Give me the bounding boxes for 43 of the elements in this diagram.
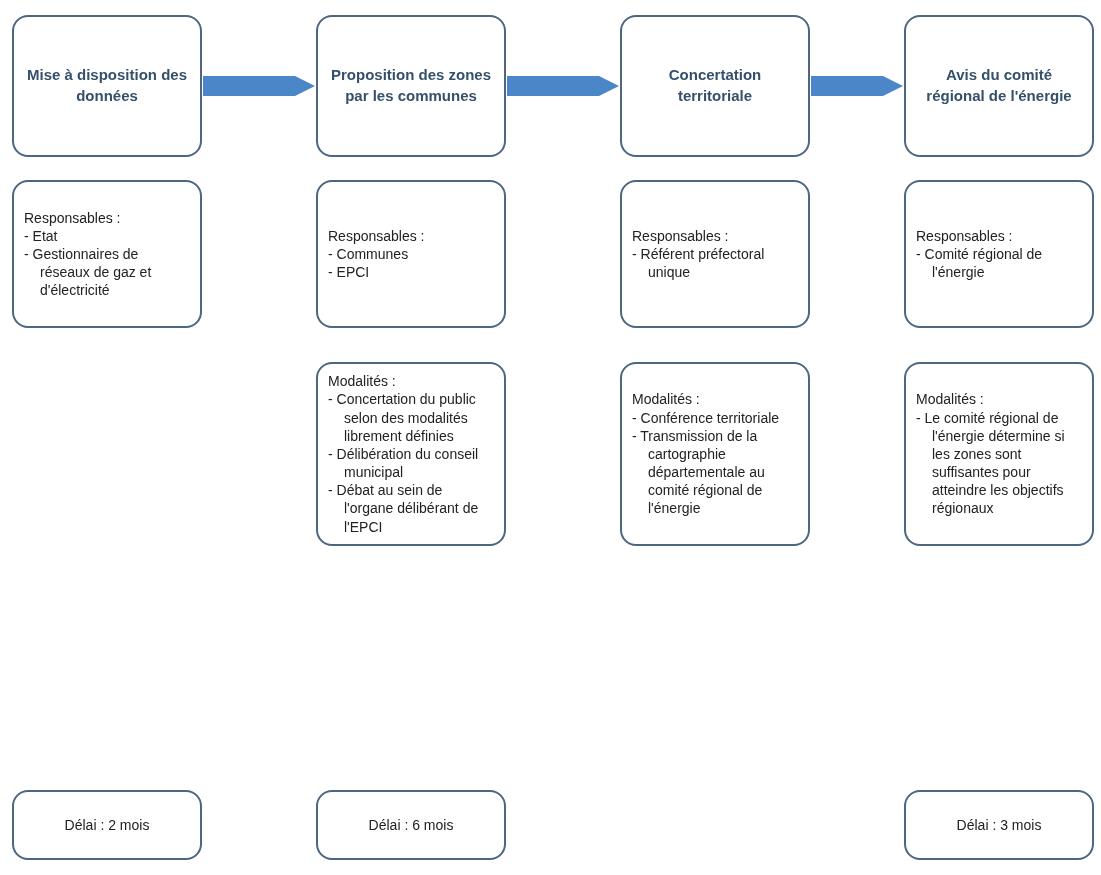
list-item: - Référent préfectoral unique [632, 244, 766, 282]
section-heading: Responsables : [632, 226, 730, 245]
list-item: - Gestionnaires de réseaux de gaz et d'électricité [24, 244, 153, 300]
arrow [811, 76, 903, 96]
list-item: - Communes [328, 244, 410, 264]
list-item: - EPCI [328, 263, 371, 282]
duration-text: Délai : 6 mois [368, 815, 454, 835]
step-title: Avis du comité régional de l'énergie [925, 65, 1073, 106]
list-item: - Délibération du conseil municipal [328, 444, 480, 482]
list-item: - Transmission de la cartographie départementale au comité régional de l'énergie [632, 426, 766, 518]
info-box [620, 362, 810, 546]
duration-text: Délai : 3 mois [956, 815, 1042, 835]
info-box [904, 362, 1094, 546]
info-box [620, 180, 810, 328]
list-item: - Le comité régional de l'énergie détermine si les zones sont suffisantes pour atteindre les objectifs régionaux [916, 408, 1066, 518]
info-box [316, 180, 506, 328]
step-box [12, 15, 202, 157]
duration-box [12, 790, 202, 860]
info-box [904, 180, 1094, 328]
list-item: - Débat au sein de l'organe délibérant de l'EPCI [328, 481, 480, 536]
list-item: - Concertation du public selon des modalités librement définies [328, 390, 477, 445]
duration-text: Délai : 2 mois [64, 815, 150, 835]
duration-box [316, 790, 506, 860]
list-item: - Etat [24, 226, 59, 245]
step-title: Concertation territoriale [667, 65, 763, 106]
section-heading: Modalités : [328, 372, 397, 391]
arrow [203, 76, 315, 96]
step-box [316, 15, 506, 157]
list-item: - Comité régional de l'énergie [916, 244, 1044, 282]
duration-box [904, 790, 1094, 860]
section-heading: Responsables : [328, 226, 426, 245]
section-heading: Modalités : [916, 390, 985, 409]
step-title: Mise à disposition des données [26, 65, 188, 106]
section-heading: Responsables : [916, 226, 1014, 245]
step-title: Proposition des zones par les communes [330, 65, 492, 106]
step-box [620, 15, 810, 157]
info-box [316, 362, 506, 546]
list-item: - Conférence territoriale [632, 408, 781, 427]
arrow [507, 76, 619, 96]
step-box [904, 15, 1094, 157]
section-heading: Modalités : [632, 390, 701, 409]
section-heading: Responsables : [24, 208, 122, 227]
info-box [12, 180, 202, 328]
